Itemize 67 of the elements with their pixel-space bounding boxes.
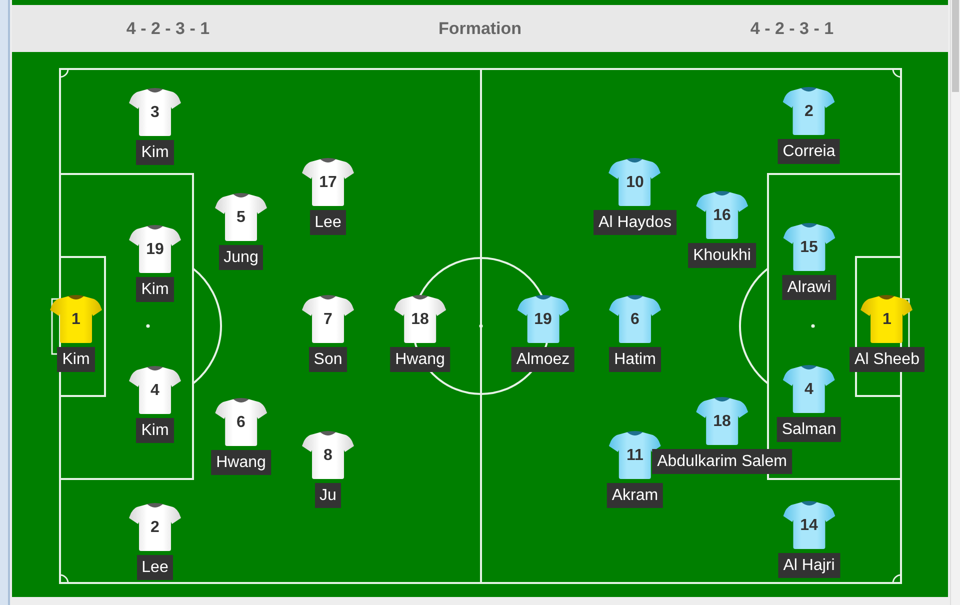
player-marker [129, 225, 181, 302]
player-marker [609, 295, 661, 372]
player-marker [776, 365, 842, 442]
shirt-number: 4 [150, 381, 160, 401]
player-marker [688, 191, 756, 268]
player-marker [850, 295, 924, 372]
formation-text: 4 - 2 - 3 - 1 [126, 18, 210, 40]
shirt-number: 6 [630, 310, 640, 330]
player-name: Correia [778, 139, 840, 164]
shirt-number: 6 [236, 413, 246, 433]
player-name: Lee [310, 210, 346, 235]
shirt-number: 1 [882, 310, 892, 330]
shirt-number: 18 [411, 310, 429, 330]
player-marker [302, 431, 354, 508]
player-marker [390, 295, 450, 372]
shirt-number: 7 [324, 310, 332, 330]
player-name: Kim [136, 418, 174, 443]
shirt-number: 19 [534, 310, 552, 330]
shirt-number: 15 [800, 238, 818, 258]
player-marker [778, 501, 840, 578]
player-name: Almoez [511, 347, 575, 372]
shirt-number: 17 [319, 173, 337, 193]
player-name: Hatim [609, 347, 661, 372]
player-name: Kim [136, 277, 174, 302]
player-name: Hwang [390, 347, 450, 372]
shirt-number: 1 [72, 310, 80, 330]
shirt-number: 2 [804, 102, 814, 122]
shirt-number: 2 [150, 518, 160, 538]
player-name: Salman [776, 417, 842, 442]
player-marker [511, 295, 575, 372]
shirt-number: 3 [150, 103, 160, 123]
player-marker [215, 193, 267, 270]
player-name: Lee [136, 555, 174, 580]
shirt-number: 4 [804, 380, 814, 400]
shirt-number: 8 [324, 446, 332, 466]
shirt-number: 16 [713, 206, 731, 226]
player-marker [129, 88, 181, 165]
player-name: Hwang [211, 450, 271, 475]
player-marker [302, 158, 354, 235]
player-name: Alrawi [782, 275, 836, 300]
column-heading: Formation [438, 18, 522, 40]
player-name: Ju [314, 483, 342, 508]
player-name: Jung [218, 245, 264, 270]
shirt-number: 18 [713, 412, 731, 432]
player-name: Al Haydos [594, 210, 676, 235]
shirt-number: 10 [626, 173, 644, 193]
player-marker [778, 87, 840, 164]
player-name: Kim [136, 140, 174, 165]
player-marker [211, 398, 271, 475]
shirt-number: 14 [800, 516, 818, 536]
player-name: Akram [606, 483, 664, 508]
player-name: Son [308, 347, 348, 372]
player-marker [782, 223, 836, 300]
player-marker [129, 503, 181, 580]
player-name: Al Sheeb [850, 347, 924, 372]
player-marker [129, 366, 181, 443]
shirt-number: 19 [146, 240, 164, 260]
player-name: Khoukhi [688, 243, 756, 268]
player-name: Al Hajri [778, 553, 840, 578]
player-marker [50, 295, 102, 372]
player-marker [302, 295, 354, 372]
player-marker [594, 158, 676, 235]
player-name: Abdulkarim Salem [652, 449, 792, 474]
shirt-number: 5 [236, 208, 246, 228]
player-name: Kim [57, 347, 95, 372]
shirt-number: 11 [626, 446, 644, 466]
formation-text: 4 - 2 - 3 - 1 [750, 18, 834, 40]
